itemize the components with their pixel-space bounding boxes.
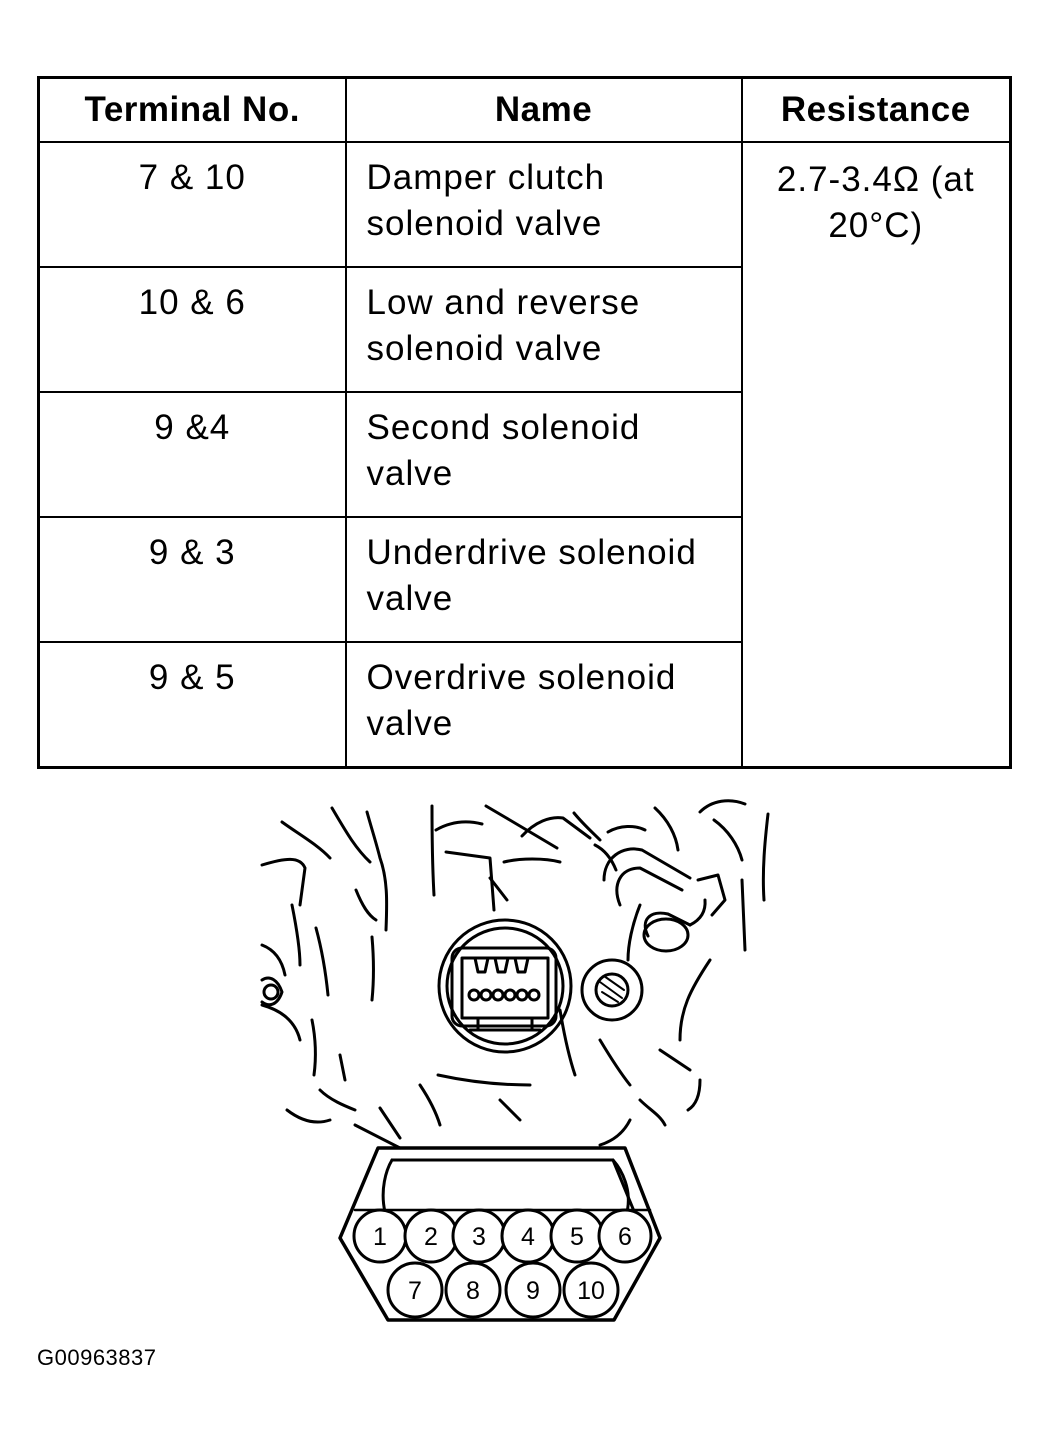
name-line: valve	[366, 579, 454, 618]
name-line: solenoid valve	[366, 204, 603, 243]
connector-pin: 8	[444, 1261, 502, 1319]
connector-pin: 1	[352, 1208, 408, 1264]
name-cell: Damper clutch solenoid valve	[344, 141, 743, 268]
connector-pin: 3	[451, 1208, 507, 1264]
name-line: Damper clutch	[366, 158, 606, 197]
connector-pin: 5	[549, 1208, 605, 1264]
name-cell: Overdrive solenoid valve	[344, 641, 743, 769]
figure-id: G00963837	[37, 1345, 157, 1370]
connector-pins: 1 2 3 4 5 6 7 8	[352, 1208, 653, 1319]
terminal-cell: 9 &4	[37, 391, 347, 518]
header-resistance: Resistance	[740, 76, 1012, 143]
terminal-resistance-table: Terminal No. Name Resistance 7 & 10 Damp…	[37, 76, 1012, 769]
resistance-value: 2.7-3.4Ω (at	[776, 160, 975, 199]
resistance-condition: 20°C)	[828, 206, 924, 245]
pin-label: 6	[618, 1223, 632, 1251]
name-cell: Second solenoid valve	[344, 391, 743, 518]
name-line: Low and reverse	[366, 283, 641, 322]
connector-pin: 4	[500, 1208, 556, 1264]
resistance-cell: 2.7-3.4Ω (at 20°C)	[740, 141, 1012, 769]
terminal-cell: 9 & 3	[37, 516, 347, 643]
connector-pin: 2	[403, 1208, 459, 1264]
name-cell: Underdrive solenoid valve	[344, 516, 743, 643]
table-header-row: Terminal No. Name Resistance	[37, 76, 1012, 143]
pin-label: 3	[472, 1223, 486, 1251]
rod-assembly-sketch	[602, 847, 727, 962]
table-row: 9 & 3 Underdrive solenoid valve	[37, 516, 1011, 643]
pin-label: 9	[526, 1277, 540, 1305]
pin-label: 1	[373, 1223, 387, 1251]
pin-label: 5	[570, 1223, 584, 1251]
solenoid-connector-socket	[437, 918, 573, 1054]
table-row: 9 & 5 Overdrive solenoid valve	[37, 641, 1011, 769]
name-line: Overdrive solenoid	[366, 658, 677, 697]
pin-label: 7	[408, 1277, 422, 1305]
pin-label: 10	[577, 1277, 605, 1305]
header-terminal-no: Terminal No.	[37, 76, 347, 143]
connector-pin: 10	[562, 1261, 620, 1319]
connector-pin: 7	[386, 1261, 444, 1319]
table-row: 10 & 6 Low and reverse solenoid valve	[37, 266, 1011, 393]
table-row: 7 & 10 Damper clutch solenoid valve 2.7-…	[37, 141, 1012, 769]
pin-label: 2	[424, 1223, 438, 1251]
connector-pin: 6	[597, 1208, 653, 1264]
name-line: valve	[366, 454, 454, 493]
terminal-cell: 9 & 5	[37, 641, 347, 769]
pin-label: 4	[521, 1223, 535, 1251]
pin-label: 8	[466, 1277, 480, 1305]
name-cell: Low and reverse solenoid valve	[344, 266, 743, 393]
name-line: valve	[366, 704, 454, 743]
name-line: solenoid valve	[366, 329, 603, 368]
transmission-case-sketch	[260, 799, 770, 1150]
name-line: Underdrive solenoid	[366, 533, 697, 572]
name-line: Second solenoid	[366, 408, 641, 447]
terminal-cell: 7 & 10	[37, 141, 347, 268]
connector-pin: 9	[504, 1261, 562, 1319]
header-name: Name	[344, 76, 743, 143]
threaded-bolt-hole	[580, 958, 644, 1022]
table-row: 9 &4 Second solenoid valve	[37, 391, 1011, 518]
terminal-cell: 10 & 6	[37, 266, 347, 393]
